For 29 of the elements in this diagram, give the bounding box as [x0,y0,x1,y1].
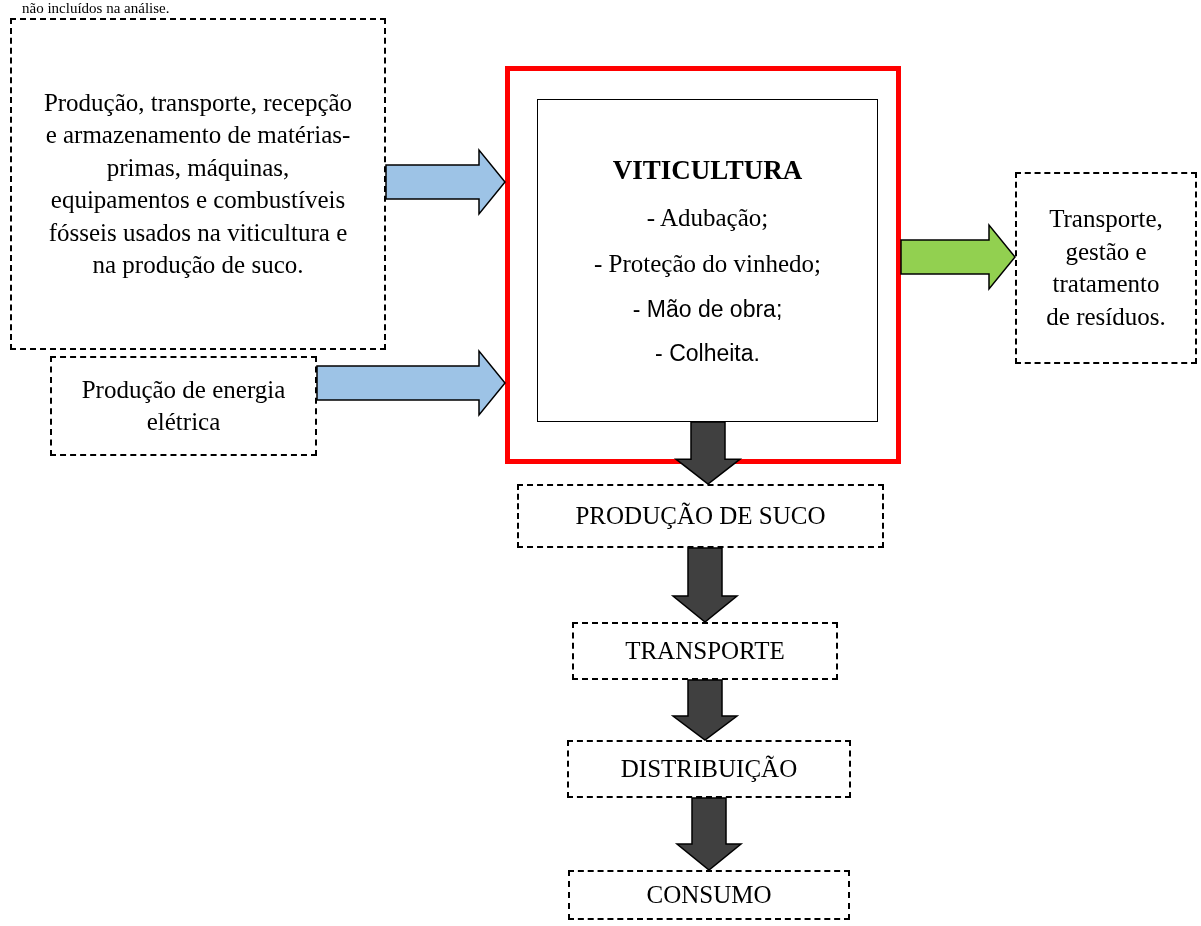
block-arrow [385,147,506,217]
process-box [1015,172,1197,364]
process-box [50,356,317,456]
block-arrow [670,679,740,741]
box-text: CONSUMO [646,879,772,910]
block-arrow [673,421,743,485]
process-box [568,870,850,920]
list-item: - Colheita. [655,338,760,368]
highlight-frame [505,66,901,464]
box-text: TRANSPORTE [625,635,785,666]
block-arrow [674,797,744,871]
process-box [567,740,851,798]
box-text: Produção, transporte, recepção e armazenamento de matérias-primas, máquinas, equipamentos e combustíveis fósseis usados na viticultura e na produção de suco. [42,87,354,280]
block-arrow [316,348,506,418]
process-box [572,622,838,680]
process-box [10,18,386,350]
note-text: não incluídos na análise. [22,0,170,16]
box-heading: VITICULTURA [612,153,803,187]
process-box [537,99,878,422]
block-arrow [900,222,1016,292]
list-item: - Adubação; [646,202,769,233]
box-text: PRODUÇÃO DE SUCO [575,500,826,531]
process-box [517,484,884,548]
box-text: Transporte, gestão e tratamento de resíduos. [1045,204,1167,332]
block-arrow [670,547,740,623]
list-item: - Proteção do vinhedo; [594,249,821,280]
list-item: - Mão de obra; [632,294,783,324]
box-text: DISTRIBUIÇÃO [620,753,798,784]
box-text: Produção de energia elétrica [80,374,287,437]
